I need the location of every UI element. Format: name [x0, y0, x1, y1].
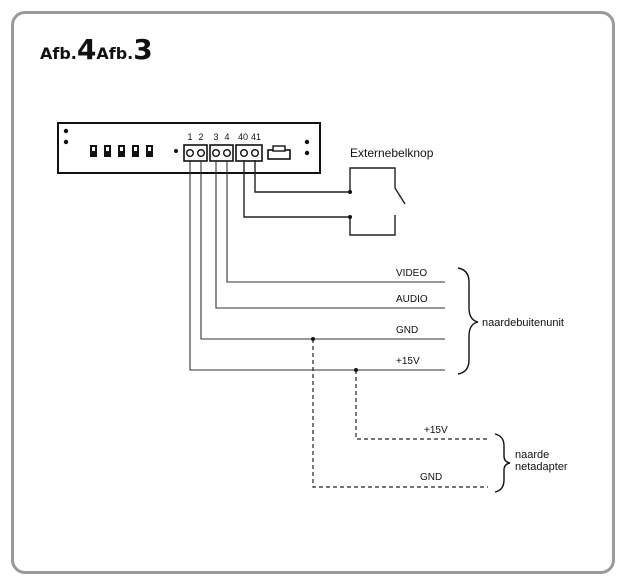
dip-switch-block: [90, 145, 153, 157]
terminal-block-40-41: [235, 144, 263, 162]
figure-prefix-1: Afb.: [40, 44, 77, 63]
terminal-block-3-4: [209, 144, 234, 162]
bell-button-wiring: [243, 160, 350, 218]
bell-button-label: Externebelknop: [350, 146, 434, 160]
adapter-target-label-line2: netadapter: [515, 461, 568, 473]
wire-label-audio: AUDIO: [396, 294, 428, 305]
terminal-label-4: 4: [224, 132, 229, 142]
terminal-label-2: 2: [198, 132, 203, 142]
figure-prefix-2: Afb.: [96, 44, 134, 63]
adapter-wiring: [312, 339, 488, 488]
terminal-label-40: 40: [238, 132, 248, 142]
outdoor-unit-wiring: [189, 160, 445, 371]
outdoor-brace: [457, 267, 479, 375]
figure-title: Afb.4Afb.3: [40, 36, 153, 64]
wire-label-video: VIDEO: [396, 268, 427, 279]
device-panel: 1 2 3 4 40 41: [57, 122, 321, 174]
terminal-label-41: 41: [251, 132, 261, 142]
adapter-wire-label-gnd: GND: [420, 472, 442, 483]
adapter-brace: [494, 433, 511, 493]
terminal-block-1-2: [183, 144, 208, 162]
adapter-target-label-line1: naarde: [515, 449, 549, 461]
terminal-label-1: 1: [187, 132, 192, 142]
connector-icon: [267, 145, 291, 160]
figure-number-2: 3: [133, 33, 153, 66]
terminal-label-3: 3: [213, 132, 218, 142]
outdoor-target-label: naardebuitenunit: [482, 317, 564, 329]
wire-label-gnd: GND: [396, 325, 418, 336]
bell-button-switch: [349, 167, 406, 236]
wire-label-15v: +15V: [396, 356, 420, 367]
adapter-wire-label-15v: +15V: [424, 425, 448, 436]
figure-number-1: 4: [76, 33, 97, 66]
